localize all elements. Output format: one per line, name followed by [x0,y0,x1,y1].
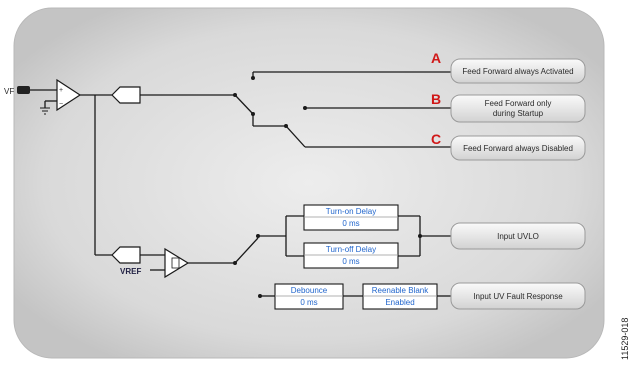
svg-text:Enabled: Enabled [385,298,414,307]
turn-off-delay-box: Turn-off Delay 0 ms [303,242,399,269]
marker-a: A [431,50,441,66]
turn-on-delay-box: Turn-on Delay 0 ms [303,204,399,231]
svg-text:Turn-off Delay: Turn-off Delay [326,245,376,254]
ground-icon [40,107,50,115]
svg-text:Reenable Blank: Reenable Blank [372,286,429,295]
marker-c: C [431,131,441,147]
ff-always-disabled-box: Feed Forward always Disabled [450,135,586,161]
vf-pin-label: VF [4,87,14,96]
svg-text:+: + [59,87,63,94]
svg-text:during Startup: during Startup [493,109,544,118]
svg-text:Input UV Fault Response: Input UV Fault Response [473,292,563,301]
svg-text:Feed Forward always Activated: Feed Forward always Activated [462,67,573,76]
svg-text:Feed Forward always Disabled: Feed Forward always Disabled [463,144,573,153]
marker-b: B [431,91,441,107]
vref-comparator-icon [164,247,190,279]
input-uv-fault-box: Input UV Fault Response [450,282,586,310]
svg-text:−: − [59,101,63,108]
debounce-box: Debounce 0 ms [274,283,344,310]
svg-text:Debounce: Debounce [291,286,328,295]
svg-text:Input UVLO: Input UVLO [497,232,539,241]
svg-text:Turn-on Delay: Turn-on Delay [326,207,376,216]
feed-forward-selector [234,71,451,148]
reenable-blank-box: Reenable Blank Enabled [362,283,438,310]
vref-label: VREF [120,267,141,276]
figure-id: 11529-018 [620,318,630,360]
vf-comparator-icon: + − [40,78,82,115]
ff-startup-box: Feed Forward only during Startup [450,94,586,123]
svg-text:0 ms: 0 ms [342,219,359,228]
ff-always-activated-box: Feed Forward always Activated [450,58,586,84]
input-uvlo-box: Input UVLO [450,222,586,250]
svg-text:0 ms: 0 ms [300,298,317,307]
svg-text:Feed Forward only: Feed Forward only [485,99,552,108]
svg-text:0 ms: 0 ms [342,257,359,266]
vf-pin-connector [17,86,30,94]
